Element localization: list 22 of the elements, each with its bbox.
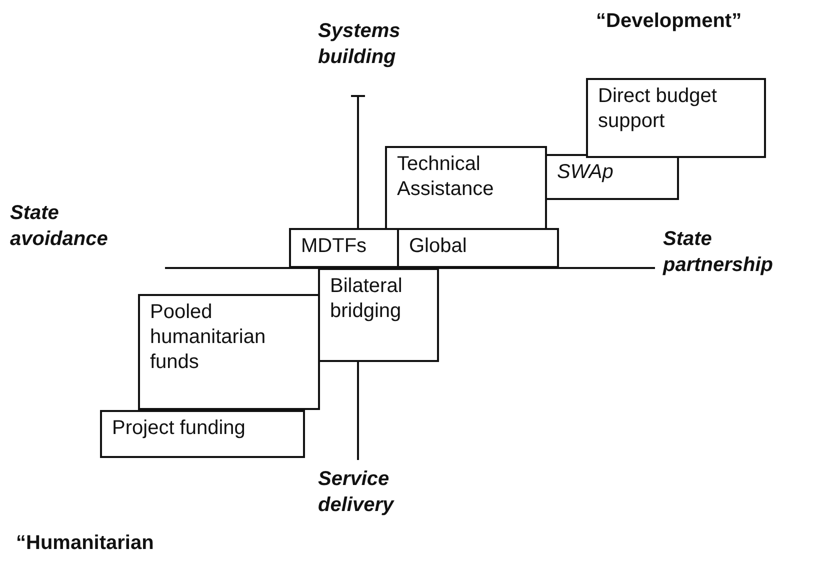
category-box [138, 294, 320, 410]
box-label: Pooled humanitarian funds [150, 300, 267, 375]
box-label: MDTFs [301, 234, 368, 259]
axis-label: State partnership [663, 227, 774, 278]
category-box [289, 228, 399, 268]
axis-label: State avoidance [10, 201, 109, 252]
category-box [318, 268, 439, 362]
category-box [385, 146, 547, 230]
quadrant-label: “Development” [596, 9, 743, 34]
axis-label: Service delivery [318, 467, 396, 518]
box-label: Global [409, 234, 468, 259]
axis-label: Systems building [318, 19, 402, 70]
box-label: Bilateral bridging [330, 274, 404, 324]
category-box [397, 228, 559, 268]
box-label: Project funding [112, 416, 246, 441]
category-box [545, 154, 679, 200]
category-box [100, 410, 305, 458]
box-label: Direct budget support [598, 84, 718, 134]
box-label: Technical Assistance [397, 152, 495, 202]
box-label: SWAp [557, 160, 614, 185]
quadrant-label: “Humanitarian [16, 531, 155, 556]
category-box [586, 78, 766, 158]
